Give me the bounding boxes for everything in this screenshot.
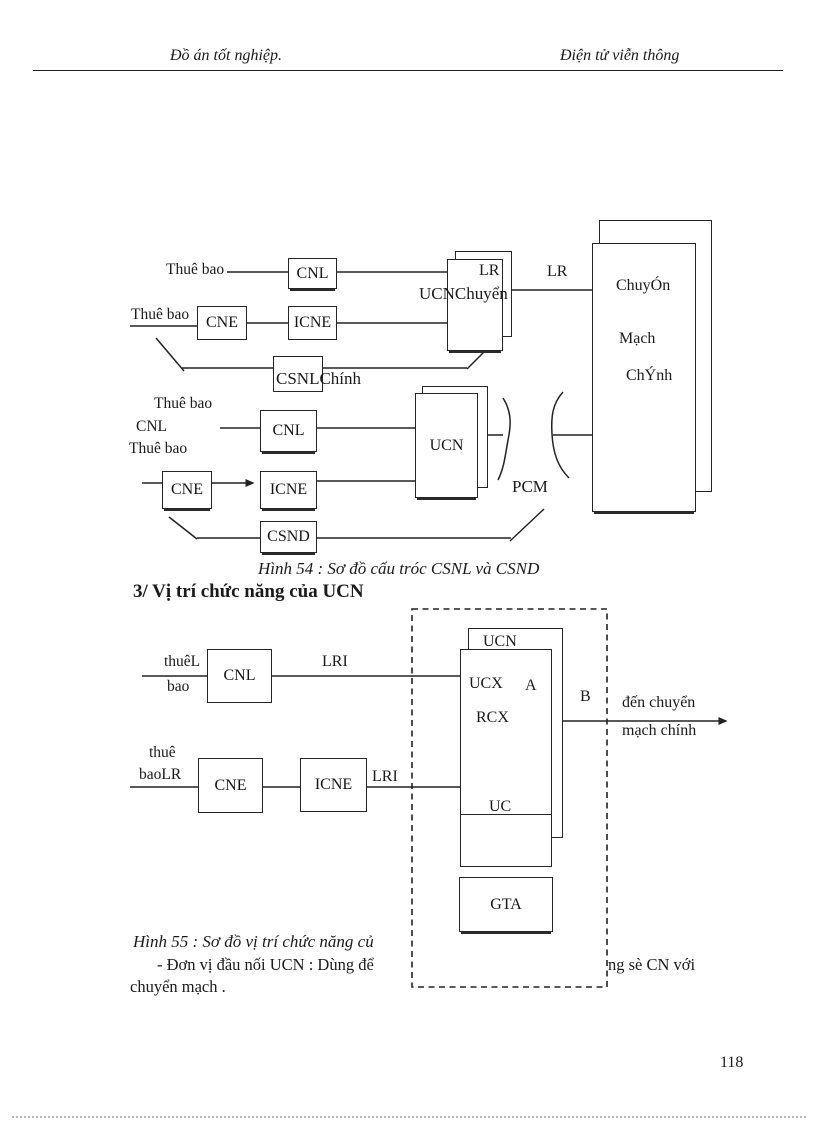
fig54-box-cnl1: CNL <box>288 258 337 289</box>
fig55-label-dest-line2: mạch chính <box>622 722 697 739</box>
fig54-switch-line3: ChÝnh <box>626 367 673 384</box>
fig55-box-cnl: CNL <box>207 649 272 703</box>
fig54-box-icne2: ICNE <box>260 471 317 509</box>
fig55-label-thue: thuê <box>149 744 176 761</box>
fig54-box-ucn1 <box>447 259 503 351</box>
fig54-box-cne2: CNE <box>162 471 212 509</box>
csnd-trunk-right-diagonal <box>509 508 545 542</box>
fig54-box-ucn2: UCN <box>415 393 478 498</box>
fig54-box-cnl2: CNL <box>260 410 317 452</box>
csnd-trunk-left-diagonal <box>168 516 198 540</box>
fig55-label-ucn: UCN <box>483 633 517 650</box>
pcm-bracket-right <box>550 391 570 479</box>
fig54-switch-line2: Mạch <box>619 330 656 347</box>
fig54-box-csnd: CSND <box>260 521 317 553</box>
fig55-label-rcx: RCX <box>476 709 509 726</box>
header-left: Đồ án tốt nghiệp. <box>170 47 282 64</box>
fig55-label-a: A <box>525 677 537 694</box>
fig54-label-thue-bao-3: Thuê bao <box>154 395 213 412</box>
fig55-label-dest-line1: đến chuyển <box>622 694 696 711</box>
fig55-label-thuel: thuêL <box>164 653 201 670</box>
header-rule <box>33 70 783 71</box>
fig54-label-lr-inner: LR <box>479 262 500 279</box>
fig55-box-icne: ICNE <box>300 758 367 812</box>
fig54-box-main-switch <box>592 243 696 512</box>
fig55-label-lri-2: LRI <box>372 768 398 785</box>
fig55-box-cne: CNE <box>198 758 263 813</box>
fig54-label-ucn-chuyen: UCNChuyển <box>419 284 508 303</box>
section-heading: 3/ Vị trí chức năng của UCN <box>133 581 364 602</box>
fig54-box-csnl <box>273 356 323 392</box>
fig55-label-uc: UC <box>489 798 512 815</box>
fig54-label-pcm: PCM <box>512 477 548 496</box>
fig54-label-thue-bao-1: Thuê bao <box>166 261 225 278</box>
fig54-box-icne1: ICNE <box>288 306 337 340</box>
fig55-label-ucx: UCX <box>469 675 503 692</box>
fig55-label-bao: bao <box>167 678 190 695</box>
fig54-label-lr-link: LR <box>547 263 568 280</box>
fig54-caption: Hình 54 : Sơ đồ cấu tróc CSNL và CSND <box>258 559 540 578</box>
fig55-box-gta: GTA <box>459 877 553 932</box>
page-number: 118 <box>720 1054 744 1071</box>
fig54-box-cne1: CNE <box>197 306 247 340</box>
fig55-caption: Hình 55 : Sơ đồ vị trí chức năng củ <box>133 932 374 951</box>
header-right: Điện tử viễn thông <box>560 47 680 64</box>
fig55-label-lri-1: LRI <box>322 653 348 670</box>
fig55-label-baolr: baoLR <box>139 766 182 783</box>
fig54-switch-line1: ChuyÓn <box>616 277 671 294</box>
fig55-label-b: B <box>580 688 591 705</box>
pcm-bracket-left <box>497 397 511 481</box>
body-paragraph-line2: chuyển mạch . <box>130 977 226 996</box>
body-paragraph-right: ng sè CN với <box>608 955 696 974</box>
fig54-label-thue-bao-2: Thuê bao <box>131 306 190 323</box>
fig54-label-cnl: CNL <box>136 418 167 435</box>
csnl-trunk-left-diagonal <box>155 337 185 372</box>
fig54-label-csnl-chinh: CSNLChính <box>276 369 362 388</box>
bottom-dotted-rule <box>12 1116 806 1118</box>
fig54-label-thue-bao-4: Thuê bao <box>129 440 188 457</box>
body-paragraph-left: - Đơn vị đầu nối UCN : Dùng để <box>157 955 374 974</box>
